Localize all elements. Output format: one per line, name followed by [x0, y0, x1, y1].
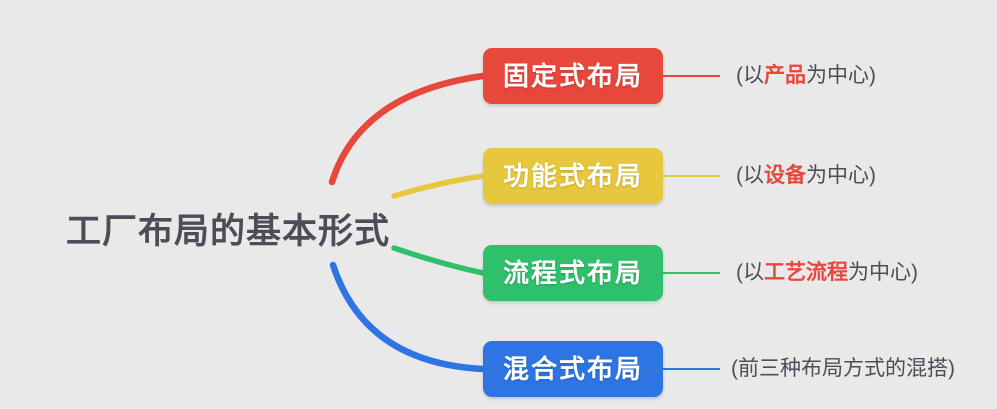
note-text: 为中心): [806, 164, 876, 187]
note-highlight: 产品: [764, 64, 806, 87]
branch-node-fixed-layout[interactable]: 固定式布局: [483, 48, 663, 104]
note-text: (前三种布局方式的混搭): [731, 357, 955, 380]
branch-curve-mixed: [329, 261, 487, 373]
branch-note-fixed[interactable]: (以产品为中心): [736, 62, 876, 90]
note-highlight: 设备: [764, 164, 806, 187]
branch-node-mixed-layout[interactable]: 混合式布局: [483, 341, 663, 397]
note-text: (以: [736, 64, 764, 87]
note-text: 为中心): [848, 261, 918, 284]
branch-curve-fixed: [328, 72, 487, 186]
branch-curve-process: [391, 245, 486, 276]
note-text: (以: [736, 164, 764, 187]
branch-note-mixed[interactable]: (前三种布局方式的混搭): [731, 355, 955, 383]
note-text: 为中心): [806, 64, 876, 87]
branch-node-process-layout[interactable]: 流程式布局: [483, 245, 663, 301]
branch-node-functional-layout[interactable]: 功能式布局: [483, 148, 663, 204]
root-node[interactable]: 工厂布局的基本形式: [66, 212, 391, 251]
branch-note-process[interactable]: (以工艺流程为中心): [736, 259, 918, 287]
branch-note-functional[interactable]: (以设备为中心): [736, 162, 876, 190]
branch-curve-functional: [391, 173, 486, 199]
note-highlight: 工艺流程: [764, 261, 848, 284]
note-text: (以: [736, 261, 764, 284]
